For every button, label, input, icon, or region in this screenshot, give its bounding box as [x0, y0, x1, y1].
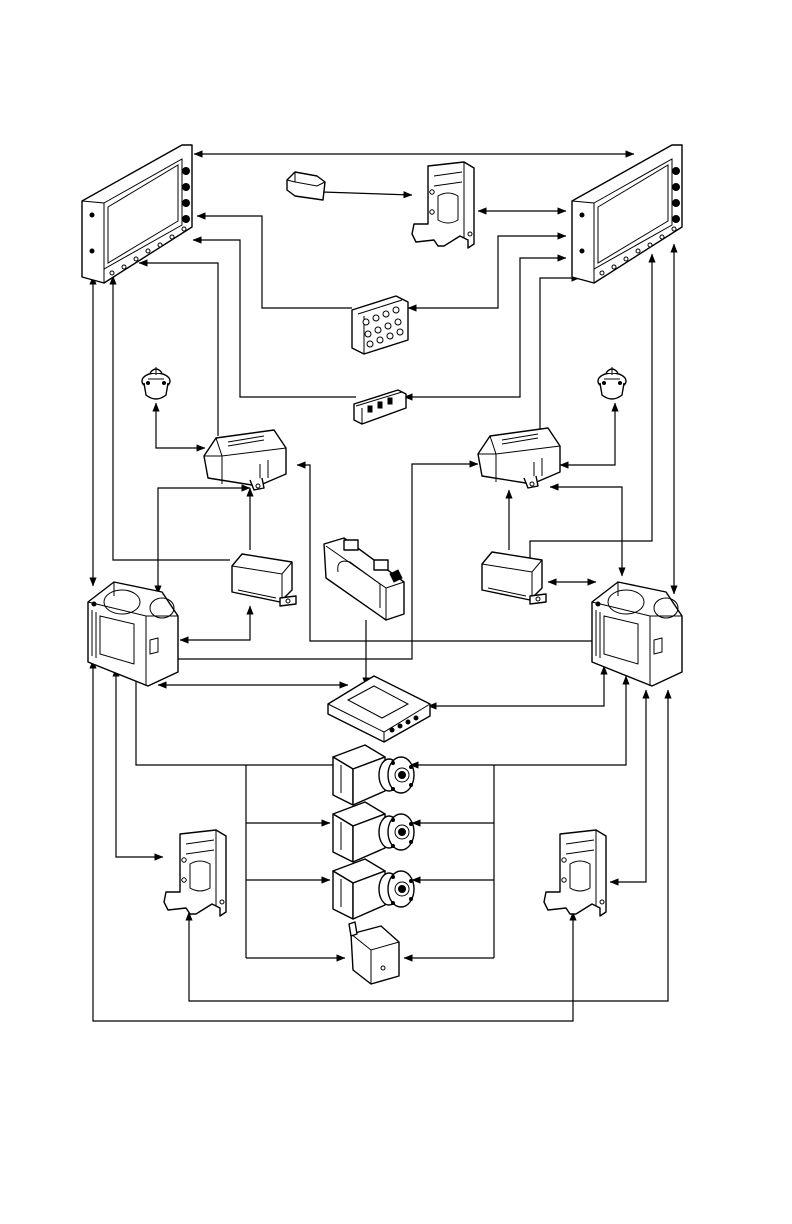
computer-unit-icon: [88, 582, 178, 686]
sensor-cylinder-icon: [333, 802, 414, 862]
wire-small-panel-display-right: [404, 258, 566, 397]
receiver-right: [478, 428, 560, 488]
mounting-tray-lower-right: [544, 830, 606, 916]
wire-computer-right-sensor-bus: [410, 676, 626, 765]
hub-unit: [328, 676, 430, 742]
wire-computer-right-tray-right: [610, 690, 646, 882]
junction-box-icon: [351, 926, 399, 984]
control-panel-large: [352, 296, 408, 354]
computer-unit-icon: [592, 582, 682, 686]
antenna-icon: [598, 367, 626, 399]
antenna-icon: [142, 367, 170, 399]
receiver-box-icon: [204, 430, 286, 490]
computer-right: [592, 582, 682, 686]
wire-remote-tray: [322, 192, 412, 195]
wire-module-right-display-right: [530, 254, 652, 558]
antenna-left: [142, 367, 170, 399]
display-unit-icon: [82, 145, 192, 283]
computer-left: [88, 582, 178, 686]
module-right: [482, 552, 546, 604]
wire-module-left-computer-left: [180, 606, 250, 640]
small-module-icon: [287, 172, 325, 200]
wire-receiver-right-display-right: [540, 278, 580, 430]
receiver-left: [204, 430, 286, 490]
sensor-unit-3: [333, 859, 414, 919]
sensor-cylinder-icon: [333, 859, 414, 919]
display-unit-right: [572, 145, 682, 283]
wire-display-left-module-left: [113, 276, 230, 560]
mounting-tray-icon: [544, 830, 606, 916]
wire-receiver-right-computer-right: [550, 487, 622, 576]
remote-control-unit: [287, 172, 325, 200]
wire-display-left-receiver-left: [139, 263, 218, 436]
flat-hub-icon: [328, 676, 430, 742]
receiver-box-icon: [478, 428, 560, 488]
wire-antenna-right: [560, 403, 615, 465]
mounting-tray-top-center: [412, 162, 474, 248]
junction-box: [349, 922, 399, 984]
antenna-right: [598, 367, 626, 399]
mounting-tray-icon: [164, 830, 226, 916]
small-box-icon: [482, 552, 546, 604]
small-box-icon: [232, 554, 296, 606]
sensor-unit-1: [333, 745, 414, 805]
display-unit-icon: [572, 145, 682, 283]
sensor-cylinder-icon: [333, 745, 414, 805]
mounting-tray-icon: [412, 162, 474, 248]
module-left: [232, 554, 296, 606]
wire-antenna-left: [156, 403, 205, 448]
sensor-unit-2: [333, 802, 414, 862]
display-unit-left: [82, 145, 192, 283]
center-rack-unit: [324, 538, 404, 620]
wire-display-left-panel: [197, 216, 352, 308]
wire-display-right-panel: [408, 236, 566, 308]
wire-computer-left-tray-left: [116, 668, 163, 857]
mounting-tray-lower-left: [164, 830, 226, 916]
control-panel-small: [354, 390, 406, 424]
wire-computer-right-hub: [428, 666, 604, 706]
